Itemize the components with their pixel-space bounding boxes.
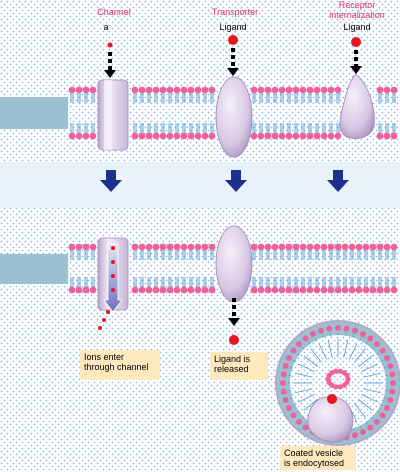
label-receptor-line1: Receptor — [338, 0, 376, 10]
transporter-protein — [215, 76, 253, 158]
ligand-incoming-transporter — [228, 35, 238, 45]
receptor-in-vesicle — [307, 396, 354, 443]
label-ligand-receptor: Ligand — [343, 22, 371, 32]
coated-vesicle — [275, 320, 400, 446]
ligand-in-vesicle — [327, 394, 337, 404]
label-channel: Channel — [97, 7, 131, 17]
ion-incoming — [107, 42, 113, 48]
label-ion-symbol: a — [103, 22, 109, 32]
ligand-incoming-receptor — [351, 37, 361, 47]
label-transporter: Transporter — [211, 7, 259, 17]
membrane-bottom — [0, 243, 398, 294]
channel-open — [97, 237, 129, 330]
transition-arrows — [100, 170, 349, 192]
ligand-released — [229, 335, 239, 345]
note-ions-enter: Ions enter through channel — [80, 350, 160, 380]
note-vesicle: Coated vesicle is endocytosed — [280, 446, 356, 470]
transporter-releasing — [215, 225, 253, 345]
note-ligand-released: Ligand is released — [210, 352, 268, 380]
receptor-protein — [339, 73, 375, 139]
channel-protein — [97, 79, 129, 151]
label-receptor-line2: internalization — [329, 10, 385, 20]
approach-arrows — [104, 48, 362, 78]
membrane-top — [0, 86, 398, 140]
label-ligand-transporter: Ligand — [219, 22, 247, 32]
